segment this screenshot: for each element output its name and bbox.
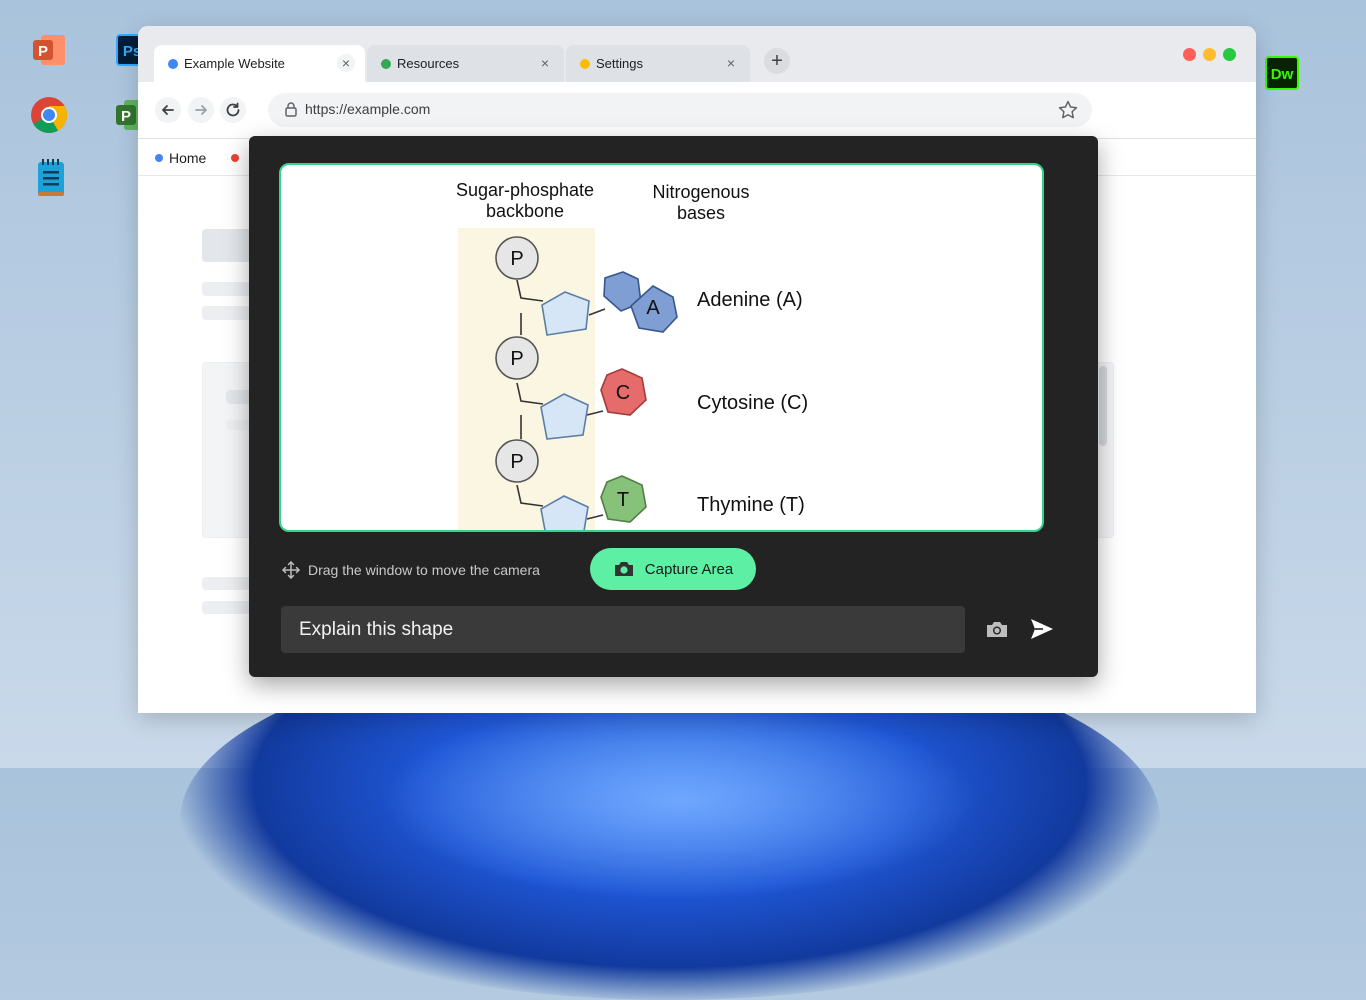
window-minimize-button[interactable] — [1203, 48, 1216, 61]
cytosine-label: Cytosine (C) — [697, 392, 808, 414]
tab-label: Resources — [397, 56, 460, 71]
bases-label: Nitrogenous — [652, 182, 749, 202]
forward-button[interactable] — [188, 97, 214, 123]
phosphate-group — [495, 236, 539, 280]
arrow-right-icon — [195, 105, 207, 115]
chrome-icon[interactable] — [29, 95, 69, 135]
star-icon[interactable] — [1057, 99, 1079, 121]
tab-settings[interactable]: Settings × — [566, 45, 750, 82]
prompt-input-text: Explain this shape — [299, 618, 454, 640]
phosphate-group — [495, 336, 539, 380]
prompt-input[interactable]: Explain this shape — [281, 606, 965, 653]
send-button[interactable] — [1027, 614, 1057, 644]
move-arrows-icon — [282, 561, 300, 579]
browser-toolbar: https://example.com — [138, 82, 1256, 139]
phosphate-group — [495, 439, 539, 483]
cytosine-letter: C — [616, 382, 630, 404]
thymine-label: Thymine (T) — [697, 494, 805, 516]
address-bar[interactable]: https://example.com — [268, 93, 1092, 127]
cytosine-base — [600, 368, 647, 416]
sugar-pentagon — [540, 393, 589, 440]
phosphate-letter: P — [510, 248, 523, 270]
powerpoint-letter: P — [38, 43, 48, 60]
scrollbar-thumb[interactable] — [1099, 366, 1107, 446]
adenine-letter: A — [646, 297, 660, 319]
thymine-base — [600, 475, 647, 523]
tab-example-website[interactable]: Example Website × — [154, 45, 365, 82]
adenine-base — [630, 285, 678, 333]
wallpaper-glow — [380, 700, 980, 900]
tab-favicon-icon — [381, 58, 391, 69]
close-tab-icon[interactable]: × — [540, 55, 550, 71]
close-tab-icon[interactable]: × — [726, 55, 736, 71]
backbone-label: Sugar-phosphate — [456, 180, 594, 200]
backbone-label: backbone — [486, 201, 564, 221]
tab-favicon-icon — [580, 58, 590, 69]
window-close-button[interactable] — [1183, 48, 1196, 61]
phosphate-letter: P — [510, 348, 523, 370]
reload-icon — [226, 102, 240, 117]
drag-hint: Drag the window to move the camera — [281, 560, 540, 580]
window-maximize-button[interactable] — [1223, 48, 1236, 61]
drag-hint-text: Drag the window to move the camera — [308, 562, 540, 578]
bookmark-home[interactable]: Home — [169, 150, 207, 166]
bookmark-dot-icon — [155, 154, 163, 162]
phosphate-letter: P — [510, 451, 523, 473]
lock-icon — [285, 102, 297, 117]
bookmark-dot-icon[interactable] — [231, 154, 239, 162]
tab-bar: Example Website × Resources × Settings ×… — [138, 26, 1256, 82]
arrow-left-icon — [162, 105, 174, 115]
screenshot-button[interactable] — [982, 614, 1012, 644]
reload-button[interactable] — [220, 97, 246, 123]
tab-label: Example Website — [184, 56, 285, 71]
notepad-icon[interactable] — [31, 158, 71, 198]
tab-favicon-icon — [168, 58, 178, 69]
camera-icon — [614, 562, 633, 576]
camera-icon — [987, 622, 1007, 637]
url-text: https://example.com — [305, 101, 431, 117]
send-icon — [1031, 619, 1053, 639]
back-button[interactable] — [155, 97, 181, 123]
adenine-ring — [603, 271, 642, 312]
new-tab-button[interactable]: + — [764, 48, 790, 74]
capture-area-label: Capture Area — [644, 560, 734, 578]
tab-resources[interactable]: Resources × — [367, 45, 564, 82]
camera-viewport: Sugar-phosphate backbone Nitrogenous bas… — [279, 163, 1044, 532]
capture-area-button[interactable]: Capture Area — [590, 548, 756, 590]
sugar-pentagon — [540, 495, 589, 530]
adenine-label: Adenine (A) — [697, 289, 803, 311]
capture-overlay-panel[interactable]: Sugar-phosphate backbone Nitrogenous bas… — [249, 136, 1098, 677]
tab-label: Settings — [596, 56, 643, 71]
close-tab-icon[interactable]: × — [337, 54, 355, 72]
dreamweaver-icon[interactable]: Dw — [1262, 53, 1302, 93]
sugar-pentagon — [541, 291, 590, 336]
powerpoint-icon[interactable]: P — [29, 30, 69, 70]
project-letter: P — [121, 108, 131, 125]
bases-label: bases — [677, 203, 725, 223]
thymine-letter: T — [617, 489, 629, 511]
dreamweaver-letters: Dw — [1271, 66, 1294, 83]
dna-diagram: Sugar-phosphate backbone Nitrogenous bas… — [456, 180, 808, 530]
photoshop-letters: Ps — [123, 43, 141, 60]
